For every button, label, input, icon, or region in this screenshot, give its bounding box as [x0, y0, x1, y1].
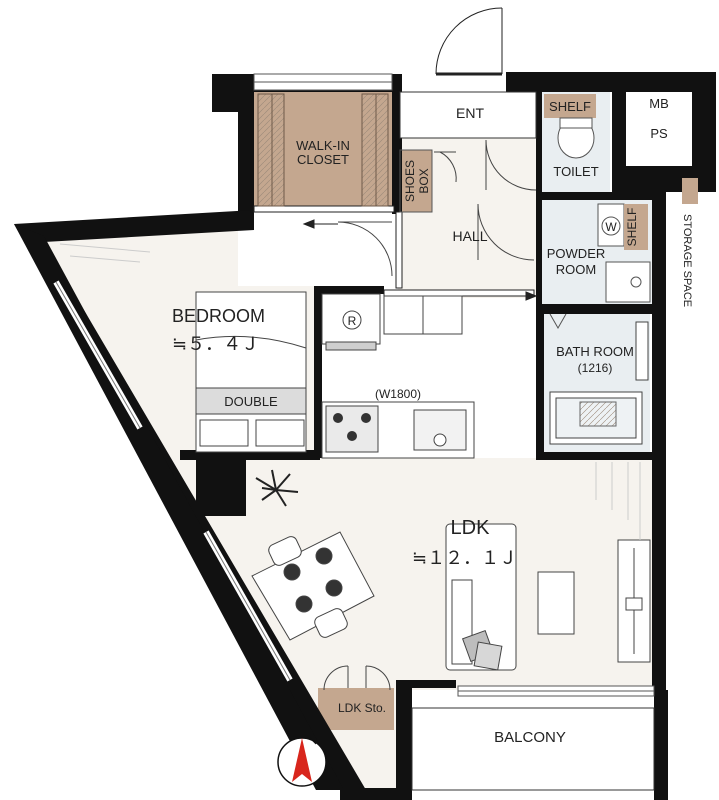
wall-wet-left: [536, 92, 542, 458]
wall-bottom: [340, 788, 412, 800]
wall-powder-bottom: [536, 304, 656, 314]
ldk-size-label: ≒１２．１Ｊ: [412, 548, 517, 568]
hall-label: HALL: [452, 228, 487, 244]
wall-ldk-bottom: [396, 680, 456, 688]
sliding-doors: [253, 205, 538, 301]
shoes-box: [399, 149, 433, 213]
ldk-label: LDK: [451, 517, 491, 539]
wall-diagonal-outer: [14, 224, 344, 790]
wall-bath-left: [536, 314, 544, 458]
shoes-label-2: BOX: [417, 168, 431, 193]
ldk-storage-label: LDK Sto.: [338, 701, 386, 715]
double-bed-label: DOUBLE: [224, 394, 278, 409]
powder-label-2: ROOM: [556, 262, 596, 277]
wall-bath-bottom: [536, 452, 656, 460]
bath-size-label: (1216): [578, 361, 613, 375]
kitchen-width-label: (W1800): [375, 387, 421, 401]
toilet-shelf-label: SHELF: [549, 99, 591, 114]
wall-closet-left: [238, 74, 254, 222]
washer-label: W: [605, 220, 617, 234]
fridge-label: R: [348, 314, 357, 328]
walk-in-closet-details: [257, 93, 389, 207]
stove-burners: [333, 413, 371, 441]
toilet-shelf: [544, 94, 596, 118]
mb-ps-box: [626, 92, 692, 166]
powder-label-1: POWDER: [547, 246, 606, 261]
toilet-label: TOILET: [553, 164, 598, 179]
wall-right-top: [692, 72, 716, 192]
coffee-table: [537, 571, 575, 635]
wall-left-closet: [212, 74, 240, 112]
compass-icon: [277, 737, 327, 787]
wall-closet-right: [392, 74, 402, 214]
light-lines: [59, 243, 641, 540]
double-bed: [195, 291, 307, 453]
wall-pillar: [196, 458, 246, 516]
kitchen-counter: [321, 295, 475, 459]
mb-label: MB: [649, 96, 669, 111]
tv-board: [617, 539, 651, 663]
wall-bedroom-right: [314, 286, 322, 458]
bath-label: BATH ROOM: [556, 344, 634, 359]
balcony-frame: [411, 707, 655, 791]
wall-mbps-left: [612, 74, 626, 194]
storage-legend-label: STORAGE SPACE: [681, 214, 693, 307]
ent-label: ENT: [456, 105, 484, 121]
wall-top-right: [506, 72, 716, 92]
balcony-floor: [410, 708, 656, 792]
powder-shelf-label: SHELF: [625, 208, 639, 247]
shoes-box-floor: [400, 150, 432, 212]
wall-right-outer: [652, 170, 666, 690]
wall-bedroom-top: [314, 286, 384, 294]
room-labels: ENT SHELF TOILET MB PS WALK-IN CLOSET SH…: [172, 96, 693, 746]
walk-in-label-2: CLOSET: [297, 152, 349, 167]
wall-bedroom-bottom: [180, 450, 320, 460]
entrance-door: [435, 7, 503, 76]
windows: [53, 73, 655, 697]
bedroom-size-label: ≒５．４Ｊ: [172, 334, 259, 354]
ps-label: PS: [650, 126, 668, 141]
shoes-label-1: SHOES: [403, 160, 417, 202]
wall-toilet-bottom: [536, 192, 656, 200]
ldk-storage-floor: [318, 688, 394, 730]
door-arcs: [323, 139, 567, 691]
bathtub: [549, 321, 649, 445]
powder-room-fixtures: [597, 203, 651, 303]
toilet-fixture: [544, 94, 596, 159]
powder-shelf: [624, 204, 648, 250]
wall-balcony-left: [396, 680, 412, 800]
dining-set: [251, 531, 375, 641]
balcony-label: BALCONY: [494, 729, 566, 746]
walls: [14, 72, 716, 800]
walk-in-label-1: WALK-IN: [296, 138, 350, 153]
bedroom-label: BEDROOM: [172, 306, 265, 326]
wall-balcony-right: [654, 690, 668, 800]
storage-legend-swatch: [682, 178, 698, 204]
plant-icon: [255, 469, 299, 507]
sofa: [445, 523, 517, 671]
ent-area: [399, 91, 537, 139]
fridge: [321, 293, 381, 351]
